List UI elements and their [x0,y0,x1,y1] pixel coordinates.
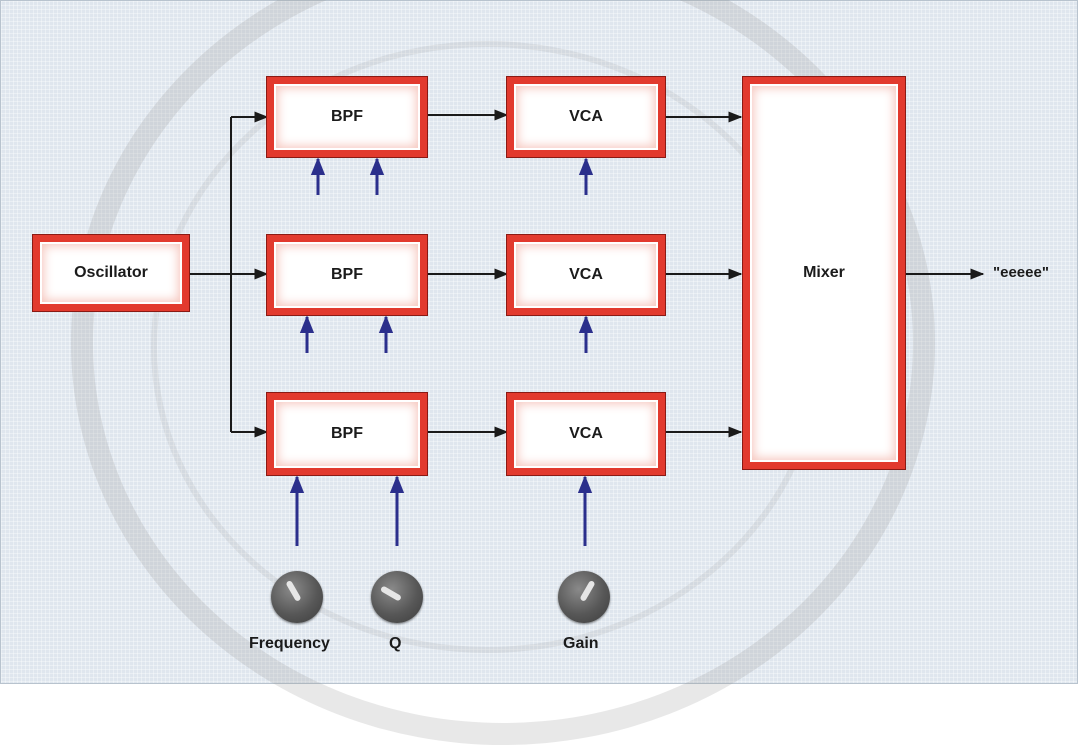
vca-1-label: VCA [569,108,603,126]
bpf-block-2: BPF [267,235,427,315]
mixer-label: Mixer [803,264,845,282]
bpf-block-1: BPF [267,77,427,157]
mixer-block: Mixer [743,77,905,469]
q-knob[interactable] [371,571,423,623]
bpf-2-label: BPF [331,266,363,284]
vca-block-3: VCA [507,393,665,475]
frequency-knob-label: Frequency [249,635,330,653]
vca-2-label: VCA [569,266,603,284]
gain-knob-label: Gain [563,635,599,653]
bpf-1-label: BPF [331,108,363,126]
gain-knob-pointer [579,580,595,602]
output-label: "eeeee" [993,264,1049,281]
diagram-canvas: Oscillator BPF BPF BPF VCA VCA VCA Mixer… [0,0,1078,684]
frequency-knob[interactable] [271,571,323,623]
oscillator-block: Oscillator [33,235,189,311]
vca-block-2: VCA [507,235,665,315]
q-knob-label: Q [389,635,401,653]
q-knob-pointer [380,585,402,601]
vca-3-label: VCA [569,425,603,443]
bpf-block-3: BPF [267,393,427,475]
gain-knob[interactable] [558,571,610,623]
bpf-3-label: BPF [331,425,363,443]
frequency-knob-pointer [285,580,301,602]
oscillator-label: Oscillator [74,264,148,282]
vca-block-1: VCA [507,77,665,157]
